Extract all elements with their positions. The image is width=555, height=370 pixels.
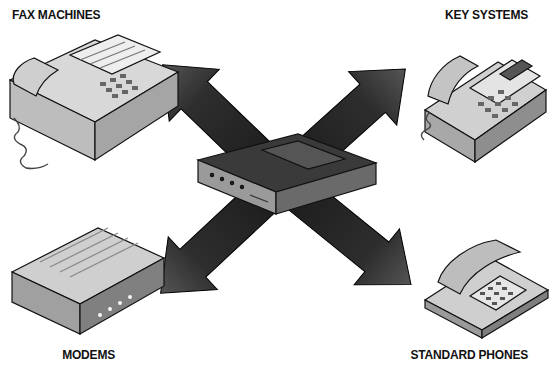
standard-phone [425, 240, 548, 338]
device-label: KEY SYSTEMS [445, 8, 528, 22]
key-system-phone [421, 56, 546, 162]
arrows [136, 39, 434, 320]
fax-machine [10, 35, 178, 169]
device-label: STANDARD PHONES [411, 348, 528, 362]
device-label: MODEMS [62, 348, 115, 362]
device-label: FAX MACHINES [12, 8, 100, 22]
central-unit [198, 134, 376, 214]
modem [12, 228, 164, 334]
